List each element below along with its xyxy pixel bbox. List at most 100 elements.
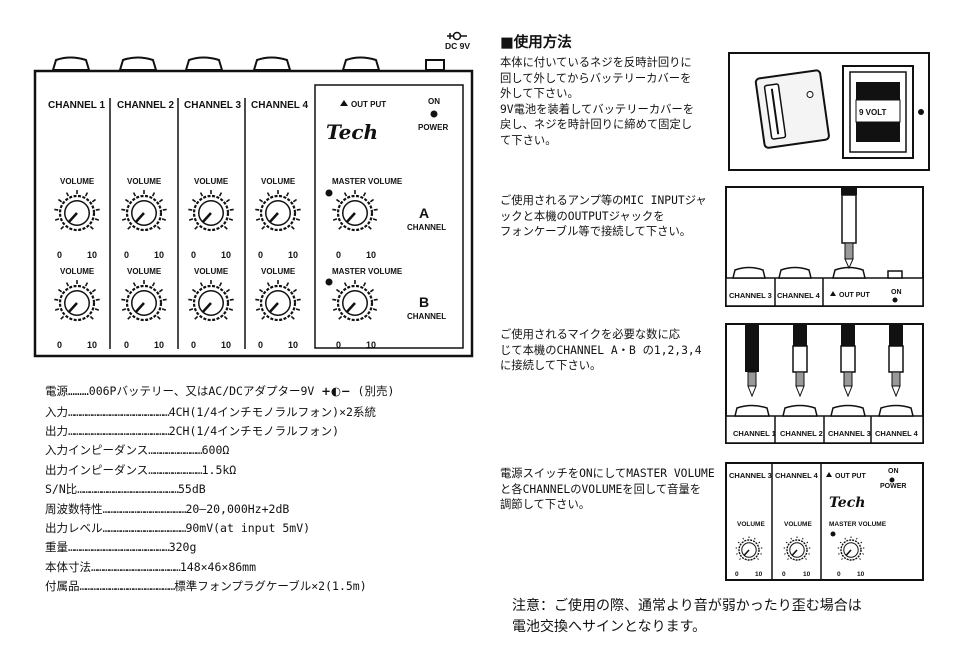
power-led-icon <box>430 110 438 118</box>
volume-label: VOLUME <box>60 267 95 276</box>
scale-min: 0 <box>124 250 129 260</box>
fig4-volume-knob-icon <box>783 536 811 561</box>
spec-label: 出力 <box>45 424 68 439</box>
channel-b-letter: B <box>419 294 429 310</box>
scale-min: 0 <box>258 250 263 260</box>
dc-jack-icon <box>447 31 467 41</box>
spec-leader-dots: …………………………………………… <box>77 482 179 497</box>
spec-row: S/N比……………………………………………55dB <box>45 480 465 499</box>
volume-label: VOLUME <box>194 177 229 186</box>
spec-label: 入力インピーダンス <box>45 443 149 458</box>
spec-value: 4CH(1/4インチモノラルフォン)×2系統 <box>168 404 376 419</box>
fig4-output: OUT PUT <box>835 473 866 480</box>
led-a-icon <box>325 189 333 197</box>
spec-label: 付属品 <box>45 579 80 594</box>
output-arrow-icon <box>340 100 348 106</box>
svg-text:0: 0 <box>837 571 841 578</box>
volume-knob-icon <box>54 190 100 232</box>
spec-leader-dots: …………………………………………… <box>68 424 170 439</box>
spec-value: 標準フォンプラグケーブル×2(1.5m) <box>174 579 367 594</box>
scale-max: 10 <box>87 340 97 350</box>
svg-text:10: 10 <box>857 571 865 578</box>
mic-plug-icon <box>888 324 904 398</box>
spec-row: 周波数特性……………………………………20―20,000Hz+2dB <box>45 499 465 518</box>
scale-max: 10 <box>87 250 97 260</box>
spec-power-row: 電源………006Pバッテリー、又はAC/DCアダプター9V +◐− (別売) <box>45 383 394 399</box>
fig4-volume-4: VOLUME <box>784 521 812 528</box>
svg-text:10: 10 <box>803 571 811 578</box>
spec-value: 55dB <box>177 482 206 497</box>
spec-value: 20―20,000Hz+2dB <box>185 501 290 516</box>
fig2-channel3: CHANNEL 3 <box>729 291 772 300</box>
scale-min: 0 <box>57 340 62 350</box>
spec-value: 2CH(1/4インチモノラルフォン) <box>168 424 340 439</box>
spec-label: 周波数特性 <box>45 501 103 516</box>
mic-connection-figure: CHANNEL 1 CHANNEL 2 CHANNEL 3 CHANNEL 4 <box>725 323 924 444</box>
spec-leader-dots: …………………………………………… <box>68 404 170 419</box>
spec-row: 重量……………………………………………320g <box>45 538 465 557</box>
spec-value: 320g <box>168 540 197 555</box>
spec-row: 入力インピーダンス………………………600Ω <box>45 441 465 460</box>
channel-b-word: CHANNEL <box>407 312 446 321</box>
channel-2-label: CHANNEL 2 <box>117 100 174 111</box>
led-b-icon <box>325 278 333 286</box>
spec-label: 出力レベル <box>45 521 103 536</box>
fig3-channel2: CHANNEL 2 <box>780 429 823 438</box>
scale-max: 10 <box>288 340 298 350</box>
scale-max: 10 <box>154 340 164 350</box>
spec-value: 600Ω <box>201 443 230 458</box>
spec-row: 出力レベル……………………………………90mV(at input 5mV) <box>45 518 465 537</box>
volume-label: VOLUME <box>261 177 296 186</box>
spec-row: 入力……………………………………………4CH(1/4インチモノラルフォン)×2系… <box>45 402 465 421</box>
scale-min: 0 <box>191 340 196 350</box>
spec-leader-dots: …………………………………………… <box>68 540 170 555</box>
fig4-power: POWER <box>880 483 906 490</box>
spec-leader-dots: ……………………………………… <box>91 559 181 574</box>
fig3-channel4: CHANNEL 4 <box>875 429 919 438</box>
volume-label: VOLUME <box>60 177 95 186</box>
spec-leader-dots: ……………………… <box>148 462 202 477</box>
mic-plug-icon <box>745 324 759 398</box>
battery-label: 9 VOLT <box>859 108 887 117</box>
scale-min: 0 <box>191 250 196 260</box>
fig4-master-knob-icon <box>837 536 865 561</box>
channel-a-word: CHANNEL <box>407 223 446 232</box>
spec-leader-dots: ………………………………………… <box>79 579 176 594</box>
volume-knob-icon <box>121 190 167 232</box>
spec-leader-dots: …………………………………… <box>102 521 187 536</box>
mixer-diagram: DC 9V CHANNEL 1 CHANNEL 2 CHANNEL 3 CHAN… <box>33 31 474 358</box>
channel-1-label: CHANNEL 1 <box>48 100 105 111</box>
input-jacks <box>51 56 445 71</box>
on-label: ON <box>428 97 440 106</box>
spec-label: 出力インピーダンス <box>45 462 149 477</box>
scale-max: 10 <box>221 340 231 350</box>
usage-heading: ■使用方法 <box>500 35 572 51</box>
svg-text:0: 0 <box>735 571 739 578</box>
spec-label: 本体寸法 <box>45 559 91 574</box>
volume-label: VOLUME <box>127 177 162 186</box>
spec-leader-dots: ……………………… <box>148 443 202 458</box>
volume-knob-icon <box>54 280 100 322</box>
master-volume-knob-icon <box>332 280 378 322</box>
spec-leader-dots: …………………………………… <box>102 501 187 516</box>
scale-max: 10 <box>221 250 231 260</box>
spec-row: 出力インピーダンス………………………1.5kΩ <box>45 460 465 479</box>
output-label: OUT PUT <box>351 100 386 109</box>
brand-logo: Tech <box>326 120 378 144</box>
battery-figure: 9 VOLT <box>728 52 930 171</box>
master-volume-knob-icon <box>332 190 378 232</box>
caution-note: 注意：ご使用の際、通常より音が弱かったり歪む場合は 電池交換へサインとなります。 <box>512 598 862 635</box>
volume-knob-icon <box>255 280 301 322</box>
fig4-channel4: CHANNEL 4 <box>775 471 819 480</box>
volume-label: VOLUME <box>127 267 162 276</box>
scale-max: 10 <box>288 250 298 260</box>
scale-max: 10 <box>366 340 376 350</box>
scale-min: 0 <box>336 340 341 350</box>
scale-min: 0 <box>57 250 62 260</box>
scale-min: 0 <box>336 250 341 260</box>
svg-text:0: 0 <box>782 571 786 578</box>
spec-value: 90mV(at input 5mV) <box>185 521 311 536</box>
svg-text:10: 10 <box>755 571 763 578</box>
